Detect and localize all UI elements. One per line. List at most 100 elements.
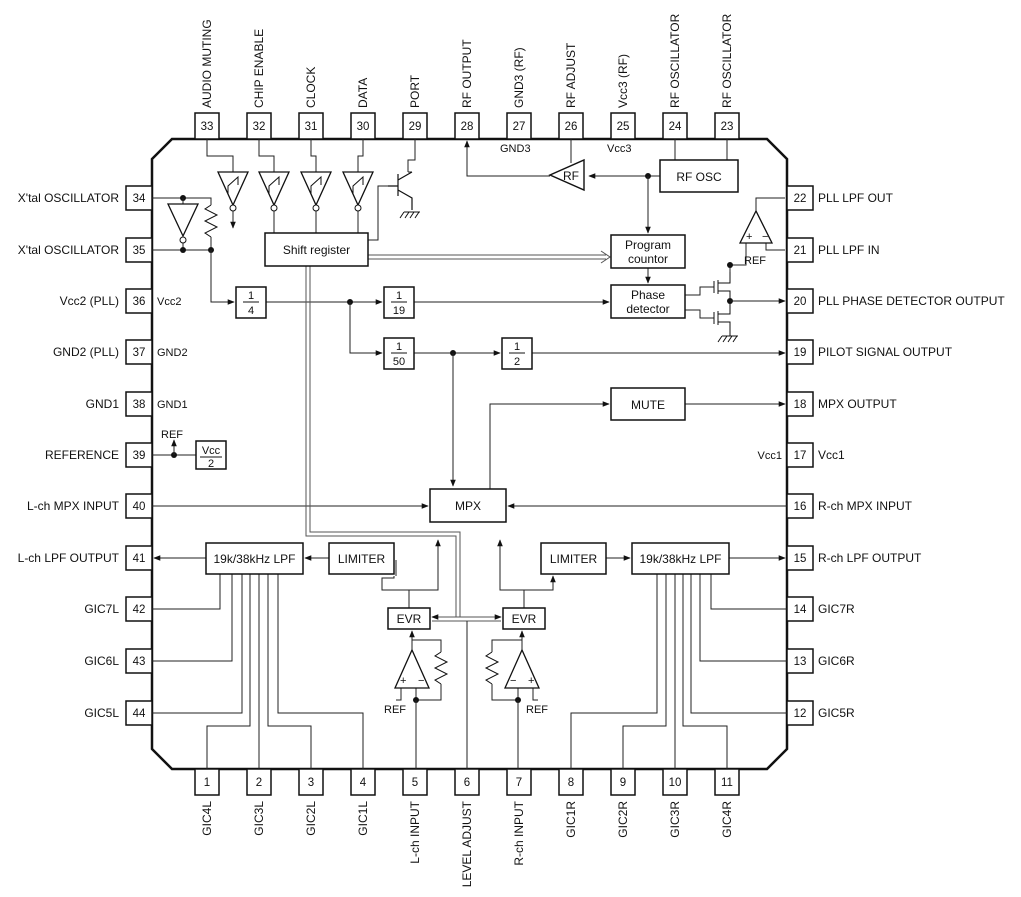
plus-sign: + [528,675,534,687]
wires-layer [152,139,787,769]
pin-35: 35X'tal OSCILLATOR [18,237,153,263]
port-transistor-icon [388,171,413,210]
opamp-left-icon [393,648,431,689]
pin-number: 30 [357,121,370,133]
pin-box [786,545,814,571]
pin-box [786,237,814,263]
pin-label: GIC7R [818,602,855,616]
pin-box [558,112,584,140]
xtal-wire [152,197,212,205]
phase-detector-block [610,284,686,319]
pin-box [125,545,153,571]
charge-pump-n-icon [713,303,731,336]
pin-number: 6 [464,777,470,789]
pin-label: REFERENCE [45,448,119,462]
schmitt-symbol-icon [268,175,280,194]
pin-number: 5 [412,777,418,789]
input-buffer-icon [341,171,375,207]
pin-label: PLL LPF IN [818,243,880,257]
inverter-bubble [270,204,278,212]
evr-to-limiter-l [381,576,410,608]
pin-number: 28 [461,121,474,133]
pin-box [298,768,324,796]
ref-label: REF [526,704,548,716]
pin-label: LEVEL ADJUST [460,800,474,887]
ref-wire [396,688,402,701]
plus-sign: + [746,231,752,243]
ref-wire [532,688,538,701]
ground-icon [717,335,738,343]
shift-register-label: Shift register [283,243,350,257]
pin-number: 42 [133,604,146,616]
schmitt-symbol-icon [227,175,239,194]
mute-label: MUTE [631,398,665,412]
pin-label: Vcc1 [818,448,845,462]
pin-number: 43 [133,656,146,668]
pin-label: GIC1L [356,801,370,836]
pin-box [454,768,480,796]
pin-box [350,768,376,796]
pin-label: RF OUTPUT [460,39,474,108]
pin-label: Vcc2 (PLL) [60,294,119,308]
pin-label: CLOCK [304,67,318,108]
pin-number: 4 [360,777,367,789]
shift-register-block [264,232,369,267]
pin-box [125,700,153,726]
pin-label: GIC4R [720,801,734,838]
pin-label: AUDIO MUTING [200,19,214,108]
pin-label: GIC7L [84,602,119,616]
phase-detector-label: detector [626,302,669,316]
feedback [415,684,442,701]
pin-box [125,288,153,314]
gic-wire [277,574,364,769]
lpf-right-label: 19k/38kHz LPF [639,552,721,566]
phase-detector-label: Phase [631,288,665,302]
pin-number: 29 [409,121,422,133]
pin-label: GIC2R [616,801,630,838]
gic-wire [710,574,787,610]
pll-in-wire [765,243,785,251]
divider-1-19: 119 [383,286,415,319]
pin-box [610,112,636,140]
pin-label: L-ch INPUT [408,800,422,863]
pin-box [506,768,532,796]
pin-28: 28 RF OUTPUT [454,39,480,140]
pin-box [125,339,153,365]
pin-box [786,391,814,417]
to-div50 [349,302,383,356]
pin-number: 36 [133,296,146,308]
vcc3-label: Vcc3 [607,143,631,155]
pin-box [786,339,814,365]
pin-number: 13 [794,656,807,668]
program-counter-block [610,234,686,269]
resistor-icon [433,651,449,685]
pin-number: 35 [133,245,146,257]
minus-sign: − [510,675,516,687]
feedback-resistor-icon [203,204,219,238]
pin-label: RF OSCILLATOR [668,13,682,108]
resistor-icon [484,651,500,685]
pin-box [662,112,688,140]
pin-label: PILOT SIGNAL OUTPUT [818,345,953,359]
pin-box [246,112,272,140]
pin-number: 15 [794,553,807,565]
rf-osc-block [659,159,739,193]
gic-wire [152,574,243,714]
gic-wire [152,574,233,662]
pin-number: 3 [308,777,314,789]
